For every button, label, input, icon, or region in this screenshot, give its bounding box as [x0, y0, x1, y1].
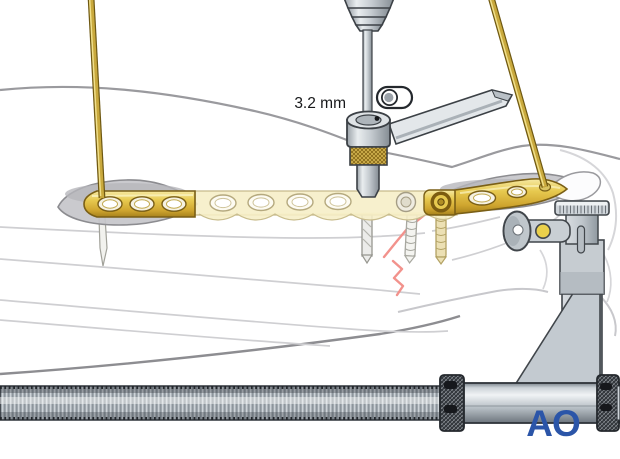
drill-diameter-label: 3.2 mm: [294, 95, 346, 112]
sleeve-handle: [387, 89, 514, 146]
combi-hole-icon: [375, 85, 414, 110]
ghost-screw-head: [395, 191, 417, 213]
ghost-screw-right: [434, 212, 448, 266]
tube-nut-right: [596, 374, 620, 432]
drill-sleeve: [346, 110, 391, 198]
external-distractor: [439, 200, 620, 432]
skin-outline: [0, 85, 620, 376]
drill-bit-shaft: [362, 29, 373, 117]
forearm-bone-outlines: [0, 149, 617, 347]
clamped-wire-end: [534, 223, 551, 240]
distractor-tube: [446, 382, 620, 424]
locking-screw-head: [430, 191, 452, 213]
ghost-screw-left: [403, 213, 418, 264]
plate-holes-right: [467, 182, 552, 206]
locking-plate: [83, 178, 569, 221]
threaded-rod: [0, 385, 448, 421]
kirschner-wire-left: [87, 0, 106, 199]
distractor-knurled-knob: [554, 200, 610, 216]
drill-chuck: [343, 0, 395, 32]
distractor-clamp: [502, 210, 571, 252]
ao-logo: AO: [526, 403, 580, 444]
distractor-gusset: [513, 286, 601, 386]
drill-bit-tip: [360, 213, 374, 265]
plate-holes-mid: [209, 192, 352, 212]
sleeve-knurled-grip: [349, 146, 388, 166]
kirschner-wire-right: [488, 0, 549, 188]
plate-holes-left: [97, 196, 187, 212]
tube-nut-left: [439, 374, 465, 432]
